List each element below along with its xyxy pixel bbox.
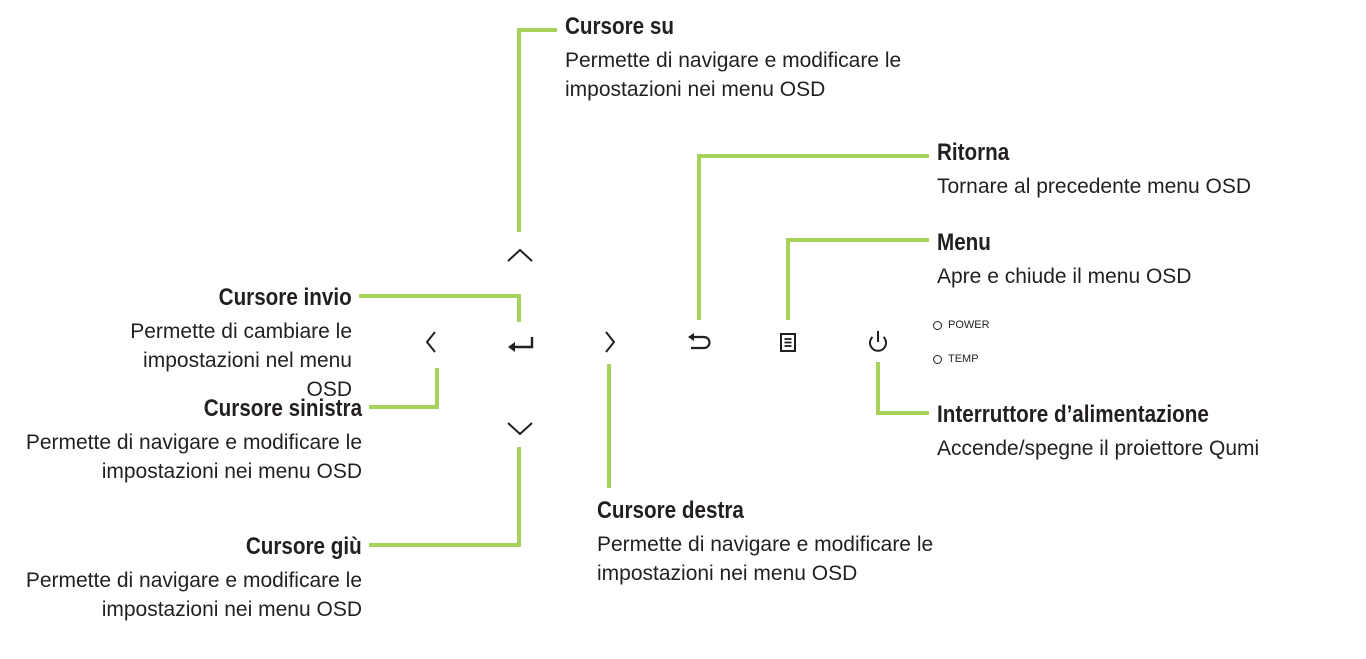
cursor-left-button[interactable] [415,325,449,359]
callout-title: Interruttore d’alimentazione [937,401,1209,428]
callout-description: Accende/spegne il proiettore Qumi [937,437,1260,460]
callout-power-switch: Interruttore d’alimentazione Accende/spe… [937,401,1362,463]
chevron-left-icon [425,331,436,353]
callout-cursor-enter: Cursore invio Permette di cambiare le im… [0,284,352,404]
callout-description: Permette di navigare e modificare le imp… [597,533,934,585]
temp-indicator-label: TEMP [948,353,979,365]
leader-line-down [369,447,521,547]
leader-line-up [517,28,557,232]
temp-indicator: TEMP [933,353,979,365]
cursor-up-button[interactable] [503,239,537,273]
callout-description: Permette di navigare e modificare le imp… [25,569,362,621]
power-indicator: POWER [933,319,990,331]
callout-return: Ritorna Tornare al precedente menu OSD [937,139,1357,201]
callout-title: Cursore invio [218,284,352,311]
leader-line-back [697,154,929,320]
callout-cursor-right: Cursore destra Permette di navigare e mo… [597,497,1027,588]
power-indicator-label: POWER [948,319,990,331]
enter-arrow-icon [508,337,534,352]
power-led-icon [933,320,942,330]
callout-description: Apre e chiude il menu OSD [937,265,1192,288]
callout-description: Permette di navigare e modificare le imp… [25,431,362,483]
menu-list-icon [780,333,796,352]
menu-button[interactable] [771,325,805,359]
callout-title: Cursore su [565,13,674,40]
callout-description: Permette di navigare e modificare le imp… [565,49,902,101]
temp-led-icon [933,354,942,364]
callout-description: Permette di cambiare le impostazioni nel… [130,320,352,401]
callout-title: Cursore sinistra [203,395,362,422]
callout-title: Ritorna [937,139,1010,166]
power-button[interactable] [861,325,895,359]
callout-cursor-up: Cursore su Permette di navigare e modifi… [565,13,985,104]
cursor-right-button[interactable] [592,325,626,359]
callout-cursor-left: Cursore sinistra Permette di navigare e … [0,395,362,486]
chevron-up-icon [507,248,533,262]
callout-title: Menu [937,229,991,256]
cursor-enter-button[interactable] [503,328,537,362]
leader-line-enter [359,294,521,322]
callout-title: Cursore destra [597,497,744,524]
callout-title: Cursore giù [246,533,362,560]
chevron-right-icon [605,331,616,353]
callout-menu: Menu Apre e chiude il menu OSD [937,229,1357,291]
chevron-down-icon [507,422,533,436]
power-icon [869,331,887,352]
leader-line-menu [786,238,929,320]
return-arrow-icon [688,333,711,350]
cursor-down-button[interactable] [503,411,537,445]
leader-line-power [876,362,929,415]
return-button[interactable] [682,325,716,359]
callout-cursor-down: Cursore giù Permette di navigare e modif… [0,533,362,624]
callout-description: Tornare al precedente menu OSD [937,175,1252,198]
leader-line-left [369,368,439,409]
